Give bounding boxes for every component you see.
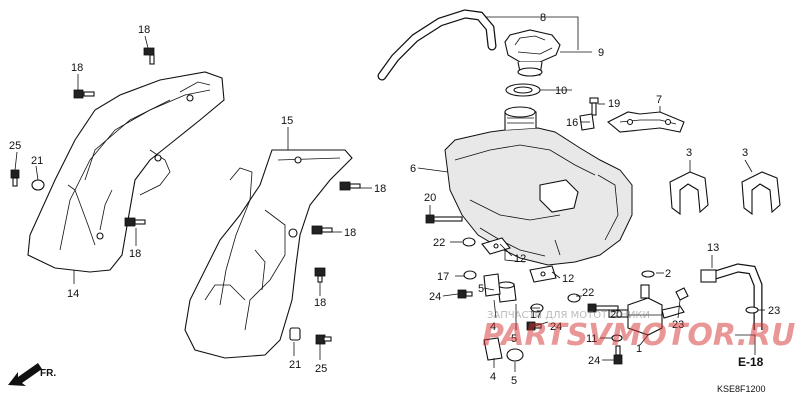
callout-24: 24 [588, 355, 600, 367]
left-shroud-part-14 [27, 71, 225, 273]
callout-12: 12 [562, 273, 574, 285]
callout-3: 3 [742, 147, 748, 159]
bolt-part-20-b [587, 303, 619, 313]
callout-15: 15 [281, 115, 293, 127]
callout-1: 1 [636, 343, 642, 355]
grommet-part-21-b [289, 327, 301, 341]
clip-part-23 [675, 287, 689, 301]
callout-5: 5 [511, 333, 517, 345]
washer-part-22-b [567, 293, 581, 303]
bolt-part-18-f [314, 267, 326, 283]
callout-18: 18 [138, 24, 150, 36]
callout-3: 3 [686, 147, 692, 159]
callout-18: 18 [374, 183, 386, 195]
callout-labels: 18 18 25 21 14 15 18 18 18 18 21 25 8 9 … [9, 12, 780, 387]
callout-23: 23 [672, 319, 684, 331]
callout-13: 13 [707, 242, 719, 254]
callout-6: 6 [410, 163, 416, 175]
grommet-part-21-a [31, 179, 45, 191]
clip-part-3-right [741, 171, 781, 216]
collar-part-17-a [463, 270, 477, 280]
callout-24: 24 [429, 291, 441, 303]
bracket-part-12-a [481, 237, 511, 255]
gasket-part-10 [505, 83, 541, 97]
diagram-code: KSE8F1200 [717, 384, 766, 394]
rubber-part-5-a [497, 281, 517, 303]
clip-part-23-b [745, 306, 759, 314]
callout-16: 16 [566, 117, 578, 129]
washer-part-22-a [462, 237, 476, 247]
clip-part-3-left [669, 171, 709, 216]
callout-18: 18 [344, 227, 356, 239]
breather-hose-part-8 [377, 9, 497, 81]
front-arrow-icon [8, 363, 42, 386]
section-ref-label: E-18 [738, 355, 764, 369]
washer-part-2 [641, 270, 655, 278]
rubber-part-4-a [483, 273, 501, 297]
callout-24: 24 [550, 321, 562, 333]
section-reference: E-18 [735, 334, 764, 369]
callout-20: 20 [424, 192, 436, 204]
arrow-icon [735, 334, 756, 355]
callout-7: 7 [656, 94, 662, 106]
callout-17: 17 [530, 309, 542, 321]
callout-20: 20 [610, 309, 622, 321]
callout-12: 12 [514, 253, 526, 265]
bolt-part-24-a [457, 289, 473, 299]
callout-22: 22 [582, 287, 594, 299]
callout-21: 21 [289, 359, 301, 371]
callout-17: 17 [437, 271, 449, 283]
callout-14: 14 [67, 288, 79, 300]
bracket-part-12-b [529, 265, 557, 283]
rubber-part-4-b [483, 337, 503, 361]
fuel-hose-part-13 [700, 263, 763, 330]
callout-2: 2 [665, 268, 671, 280]
screw-part-25-b [315, 334, 332, 345]
inner-shroud-part-15 [184, 149, 353, 359]
watermark-site: PARTSVMOTOR.RU [482, 318, 795, 353]
callout-25: 25 [315, 363, 327, 375]
bolt-part-20 [425, 214, 463, 224]
callout-21: 21 [31, 155, 43, 167]
fuel-tank-part-6 [444, 106, 633, 266]
callout-19: 19 [608, 98, 620, 110]
callout-22: 22 [433, 237, 445, 249]
bolt-part-18-e [311, 225, 333, 235]
callout-8: 8 [540, 12, 546, 24]
watermark-caption: ЗАПЧАСТИ ДЛЯ МОТОТЕХНИКИ [487, 310, 650, 321]
bolt-part-24-c [613, 345, 623, 365]
callout-25: 25 [9, 140, 21, 152]
callout-18: 18 [314, 297, 326, 309]
bolt-part-18-c [339, 181, 361, 191]
callout-4: 4 [490, 371, 496, 383]
bolt-part-18-d [124, 217, 146, 227]
callout-9: 9 [598, 47, 604, 59]
callout-18: 18 [129, 248, 141, 260]
bolt-part-19 [589, 97, 599, 116]
callout-10: 10 [555, 85, 567, 97]
callout-23: 23 [768, 305, 780, 317]
callout-5: 5 [511, 375, 517, 387]
bolt-part-18-b [73, 89, 95, 99]
mount-rubber-part-7 [607, 111, 685, 133]
front-direction-indicator: FR. [8, 363, 56, 386]
callout-11: 11 [586, 333, 597, 345]
fuel-cap-part-9 [504, 29, 561, 77]
fuel-cock-part-1 [608, 284, 685, 336]
leader-lines [14, 16, 765, 372]
watermark: ЗАПЧАСТИ ДЛЯ МОТОТЕХНИКИ PARTSVMOTOR.RU [482, 310, 795, 353]
callout-4: 4 [490, 321, 496, 333]
callout-18: 18 [71, 62, 83, 74]
rubber-part-5-b [506, 348, 524, 362]
screw-part-25-a [10, 169, 20, 187]
front-label: FR. [40, 368, 56, 379]
bolt-part-18-a [143, 47, 155, 65]
callout-5: 5 [478, 283, 484, 295]
